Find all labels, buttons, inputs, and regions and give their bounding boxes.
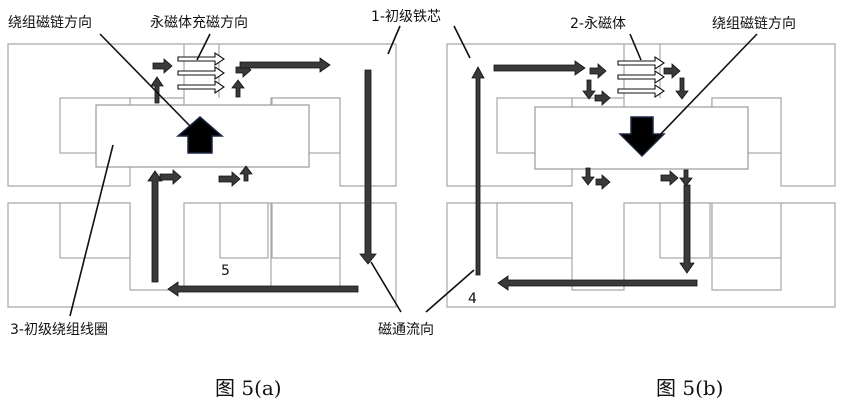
- secondary-slot-a-2: [220, 203, 268, 258]
- flux-arrow-b-11: [680, 170, 692, 186]
- flux-arrow-b-7: [676, 78, 688, 99]
- label-pm-magnetize-dir: 永磁体充磁方向: [150, 15, 248, 31]
- label-number-5: 5: [221, 263, 230, 279]
- label-flux-flow-dir: 磁通流向: [378, 322, 434, 338]
- flux-arrow-a-1: [151, 77, 163, 103]
- secondary-slot-b-1: [497, 203, 572, 258]
- pm-arrows-b: [618, 57, 664, 97]
- flux-arrow-b-1: [472, 67, 484, 275]
- flux-arrow-b-2: [494, 61, 585, 75]
- flux-arrow-b-4: [583, 80, 595, 99]
- pm-arrow-b-3: [618, 85, 664, 97]
- flux-arrow-a-7: [168, 282, 358, 296]
- flux-arrow-a-2: [153, 59, 172, 73]
- caption-figure-b: 图 5(b): [656, 376, 724, 400]
- flux-arrow-b-5: [595, 91, 610, 105]
- flux-arrow-a-8: [148, 171, 162, 282]
- flux-arrow-a-11: [240, 166, 252, 181]
- leader-permanent-magnet: [630, 34, 641, 60]
- label-primary-winding-coil: 3-初级绕组线圈: [10, 321, 108, 338]
- secondary-slot-a-1: [60, 203, 130, 258]
- leader-primary-core-b: [454, 26, 470, 58]
- pm-arrow-a-1: [178, 53, 224, 65]
- figure-a: [8, 26, 401, 316]
- label-permanent-magnet: 2-永磁体: [570, 16, 626, 32]
- secondary-slot-b-3: [712, 203, 781, 258]
- leader-flux-flow-b: [426, 270, 474, 312]
- figure-b: [426, 26, 835, 312]
- flux-arrow-b-6: [664, 64, 680, 78]
- flux-arrow-a-6: [360, 70, 376, 264]
- flux-arrow-b-10: [661, 171, 678, 185]
- pm-arrow-b-2: [618, 71, 664, 83]
- label-number-4: 4: [468, 291, 477, 307]
- flux-arrows-a: [148, 58, 376, 296]
- flux-arrow-b-3: [590, 64, 606, 78]
- leader-pm-magnetize: [197, 34, 210, 60]
- pm-arrow-a-2: [178, 67, 224, 79]
- caption-figure-a: 图 5(a): [215, 376, 282, 400]
- leader-primary-core: [388, 26, 400, 54]
- label-primary-core: 1-初级铁芯: [371, 8, 441, 25]
- flux-arrow-b-13: [498, 276, 697, 290]
- secondary-slot-a-3: [272, 203, 340, 258]
- flux-arrow-b-8: [582, 168, 594, 185]
- pm-arrow-a-3: [178, 81, 224, 93]
- pm-arrows-a: [178, 53, 224, 93]
- flux-arrow-a-5: [240, 58, 330, 72]
- flux-arrow-a-10: [219, 172, 240, 186]
- label-winding-flux-dir-a: 绕组磁链方向: [8, 15, 92, 31]
- flux-arrow-a-4: [232, 80, 244, 97]
- flux-arrow-a-9: [160, 170, 181, 184]
- label-winding-flux-dir-b: 绕组磁链方向: [712, 16, 796, 32]
- flux-arrow-b-9: [596, 175, 610, 189]
